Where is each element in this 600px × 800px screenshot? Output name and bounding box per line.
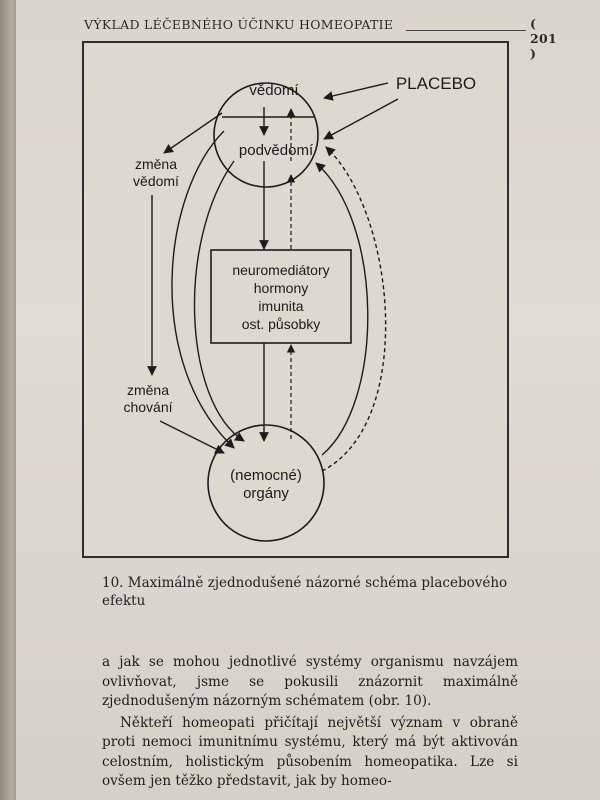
figure-frame: vědomí podvědomí PLACEBO změna vědomí ne… xyxy=(82,41,509,558)
label-zmena-chovani-1: změna xyxy=(127,382,169,398)
curve-organs-mind-outer xyxy=(321,146,387,472)
arrow-placebo-vedomi xyxy=(323,82,389,101)
placebo-diagram: vědomí podvědomí PLACEBO změna vědomí ne… xyxy=(123,74,476,542)
running-header: VÝKLAD LÉČEBNÉHO ÚČINKU HOMEOPATIE ( 201… xyxy=(84,13,557,61)
label-nemocne: (nemocné) xyxy=(230,467,302,484)
label-vedomi: vědomí xyxy=(249,82,299,99)
organs-circle xyxy=(207,424,325,542)
label-podvedomi: podvědomí xyxy=(239,142,314,159)
curve-mind-organs-outer xyxy=(171,130,235,449)
label-placebo: PLACEBO xyxy=(396,74,476,93)
box-line-1: neuromediátory xyxy=(232,262,329,278)
mind-circle xyxy=(213,82,319,188)
box-line-3: imunita xyxy=(258,298,303,314)
paragraph-2: Někteří homeopati přičítají největší výz… xyxy=(102,714,518,790)
label-zmena-vedomi-1: změna xyxy=(135,156,177,172)
mediators-box xyxy=(210,249,352,344)
header-rule xyxy=(406,30,526,31)
figure-caption: 10. Maximálně zjednodušené názorné schém… xyxy=(102,575,508,609)
left-page-edge xyxy=(0,0,16,800)
label-zmena-chovani-2: chování xyxy=(123,399,172,415)
page-number: ( 201 ) xyxy=(530,16,557,61)
paragraph-1: a jak se mohou jednotlivé systémy organi… xyxy=(102,654,518,709)
header-title: VÝKLAD LÉČEBNÉHO ÚČINKU HOMEOPATIE xyxy=(84,17,394,32)
box-line-2: hormony xyxy=(254,280,308,296)
curve-organs-mind-solid xyxy=(315,162,369,456)
curve-mind-organs-inner xyxy=(193,160,245,442)
arrow-behavior-organs xyxy=(159,420,225,454)
body-text: a jak se mohou jednotlivé systémy organi… xyxy=(102,653,518,792)
label-organy: orgány xyxy=(243,485,289,502)
book-page: VÝKLAD LÉČEBNÉHO ÚČINKU HOMEOPATIE ( 201… xyxy=(16,0,600,800)
label-zmena-vedomi-2: vědomí xyxy=(133,173,179,189)
box-line-4: ost. působky xyxy=(242,316,321,332)
arrow-placebo-podvedomi xyxy=(323,98,399,140)
arrow-mind-to-change xyxy=(163,112,223,154)
